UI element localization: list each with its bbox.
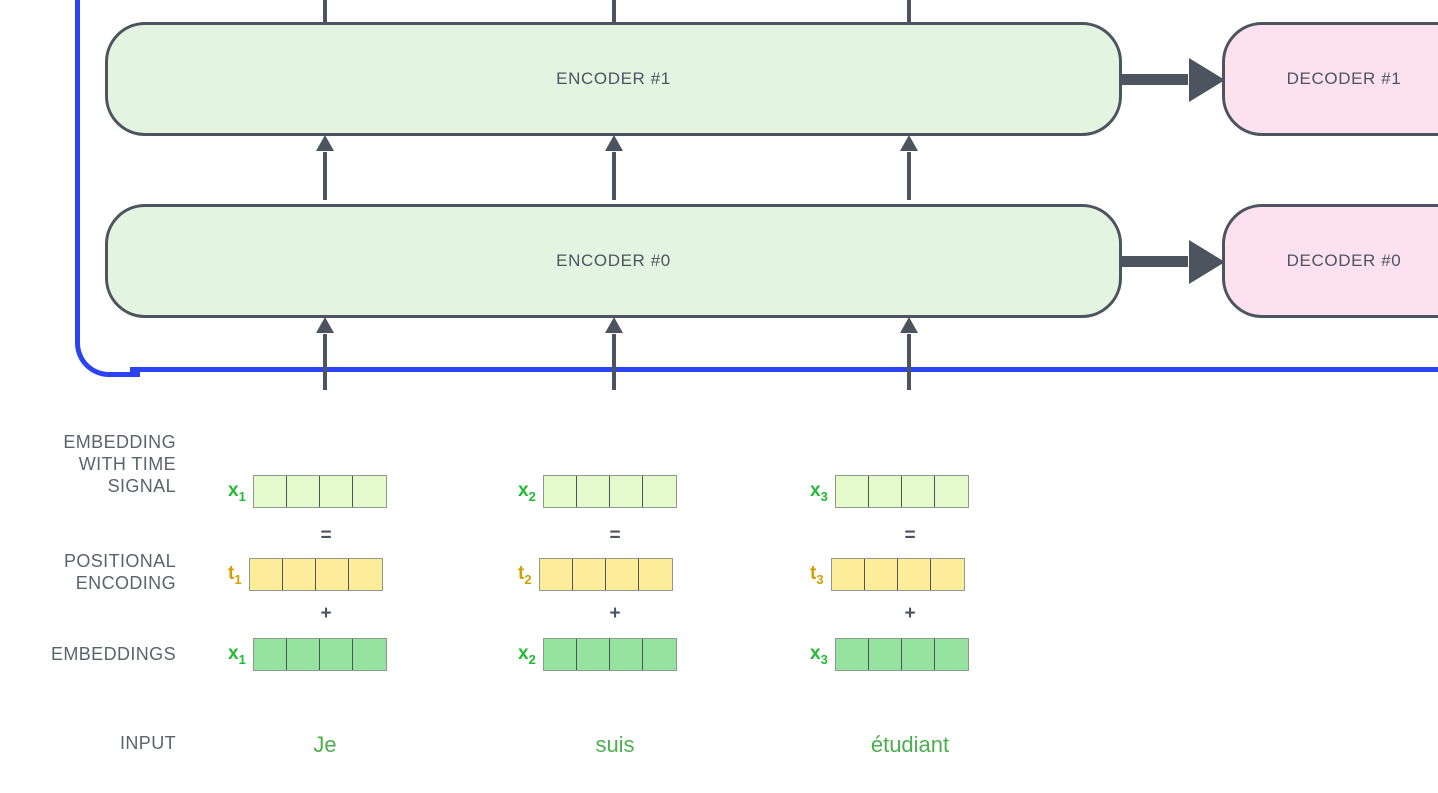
input-word-token-3: étudiant	[870, 732, 950, 757]
plus-operator-token-2: +	[609, 603, 621, 624]
equals-operator-token-3: =	[904, 525, 916, 546]
encoder-0-label: ENCODER #0	[556, 251, 671, 270]
vector-positional-encoding-token-1: t1	[228, 558, 383, 591]
vector-cells-emb-token-1	[252, 638, 387, 671]
vector-cell	[319, 639, 353, 670]
vector-cell	[348, 559, 382, 590]
vector-cells-emb-token-3	[834, 638, 969, 671]
vector-embedding-with-time-signal-token-3: x3	[810, 475, 969, 508]
vector-cell	[543, 639, 577, 670]
vector-positional-encoding-token-3: t3	[810, 558, 965, 591]
equals-operator-token-2: =	[609, 525, 621, 546]
arrow-embedding-to-encoder0-token-3	[907, 334, 911, 390]
vector-cells-pos-token-3	[830, 558, 965, 591]
vector-cell	[253, 639, 287, 670]
vector-cell	[286, 476, 320, 507]
vector-cell	[319, 476, 353, 507]
arrow-encoder0-to-encoder1-token-1	[323, 152, 327, 200]
vector-cell	[539, 559, 573, 590]
vector-cell	[605, 559, 639, 590]
vector-cell	[609, 639, 643, 670]
vector-embedding-with-time-signal-token-2: x2	[518, 475, 677, 508]
vector-cell	[576, 639, 610, 670]
vector-cell	[868, 476, 902, 507]
vector-label-pos-token-3: t3	[810, 562, 824, 587]
encoder-1-label: ENCODER #1	[556, 69, 671, 88]
vector-label-ewts-token-2: x2	[518, 479, 536, 504]
vector-cell	[642, 476, 676, 507]
row-label-embeddings: EMBEDDINGS	[50, 644, 176, 664]
vector-cell	[897, 559, 931, 590]
residual-connection-corner	[75, 0, 140, 377]
vector-cell	[835, 476, 869, 507]
plus-operator-token-3: +	[904, 603, 916, 624]
equals-operator-token-1: =	[320, 525, 332, 546]
arrow-encoder0-to-decoder0	[1122, 256, 1188, 267]
input-word-token-1: Je	[313, 732, 337, 757]
connector-line-top-token-3	[907, 0, 911, 26]
vector-cells-ewts-token-3	[834, 475, 969, 508]
vector-positional-encoding-token-2: t2	[518, 558, 673, 591]
vector-cell	[934, 639, 968, 670]
vector-cell	[572, 559, 606, 590]
vector-cell	[609, 476, 643, 507]
vector-cell	[352, 476, 386, 507]
arrow-embedding-to-encoder0-token-2	[612, 334, 616, 390]
vector-cell	[934, 476, 968, 507]
vector-label-ewts-token-1: x1	[228, 479, 246, 504]
vector-label-emb-token-1: x1	[228, 642, 246, 667]
arrow-encoder0-to-encoder1-token-3	[907, 152, 911, 200]
vector-cell	[930, 559, 964, 590]
encoder-block-1[interactable]: ENCODER #1	[105, 22, 1122, 136]
vector-cell	[253, 476, 287, 507]
row-label-embedding-with-time-signal: EMBEDDING WITH TIME SIGNAL	[63, 432, 176, 496]
vector-cells-pos-token-1	[248, 558, 383, 591]
residual-connection-line	[130, 367, 1438, 372]
decoder-block-1[interactable]: DECODER #1	[1222, 22, 1438, 136]
vector-cells-ewts-token-1	[252, 475, 387, 508]
encoder-block-0[interactable]: ENCODER #0	[105, 204, 1122, 318]
vector-cell	[352, 639, 386, 670]
vector-embeddings-token-3: x3	[810, 638, 969, 671]
vector-label-emb-token-3: x3	[810, 642, 828, 667]
vector-label-emb-token-2: x2	[518, 642, 536, 667]
vector-cells-emb-token-2	[542, 638, 677, 671]
connector-line-top-token-1	[323, 0, 327, 26]
vector-cell	[901, 476, 935, 507]
vector-cell	[642, 639, 676, 670]
vector-cell	[638, 559, 672, 590]
arrow-encoder1-to-decoder1	[1122, 74, 1188, 85]
vector-cell	[543, 476, 577, 507]
vector-label-pos-token-1: t1	[228, 562, 242, 587]
row-label-positional-encoding: POSITIONAL ENCODING	[63, 551, 176, 593]
vector-cell	[249, 559, 283, 590]
vector-cell	[576, 476, 610, 507]
decoder-1-label: DECODER #1	[1286, 69, 1402, 88]
vector-cell	[864, 559, 898, 590]
vector-cell	[901, 639, 935, 670]
connector-line-top-token-2	[612, 0, 616, 26]
vector-embeddings-token-1: x1	[228, 638, 387, 671]
arrow-embedding-to-encoder0-token-1	[323, 334, 327, 390]
vector-embeddings-token-2: x2	[518, 638, 677, 671]
vector-cell	[868, 639, 902, 670]
vector-embedding-with-time-signal-token-1: x1	[228, 475, 387, 508]
vector-cell	[282, 559, 316, 590]
vector-cell	[835, 639, 869, 670]
vector-cell	[315, 559, 349, 590]
vector-cells-ewts-token-2	[542, 475, 677, 508]
row-label-input: INPUT	[120, 733, 176, 753]
arrow-encoder0-to-encoder1-token-2	[612, 152, 616, 200]
decoder-0-label: DECODER #0	[1286, 251, 1402, 270]
vector-cell	[831, 559, 865, 590]
vector-cell	[286, 639, 320, 670]
vector-cells-pos-token-2	[538, 558, 673, 591]
decoder-block-0[interactable]: DECODER #0	[1222, 204, 1438, 318]
input-word-token-2: suis	[595, 732, 635, 757]
vector-label-pos-token-2: t2	[518, 562, 532, 587]
plus-operator-token-1: +	[320, 603, 332, 624]
vector-label-ewts-token-3: x3	[810, 479, 828, 504]
